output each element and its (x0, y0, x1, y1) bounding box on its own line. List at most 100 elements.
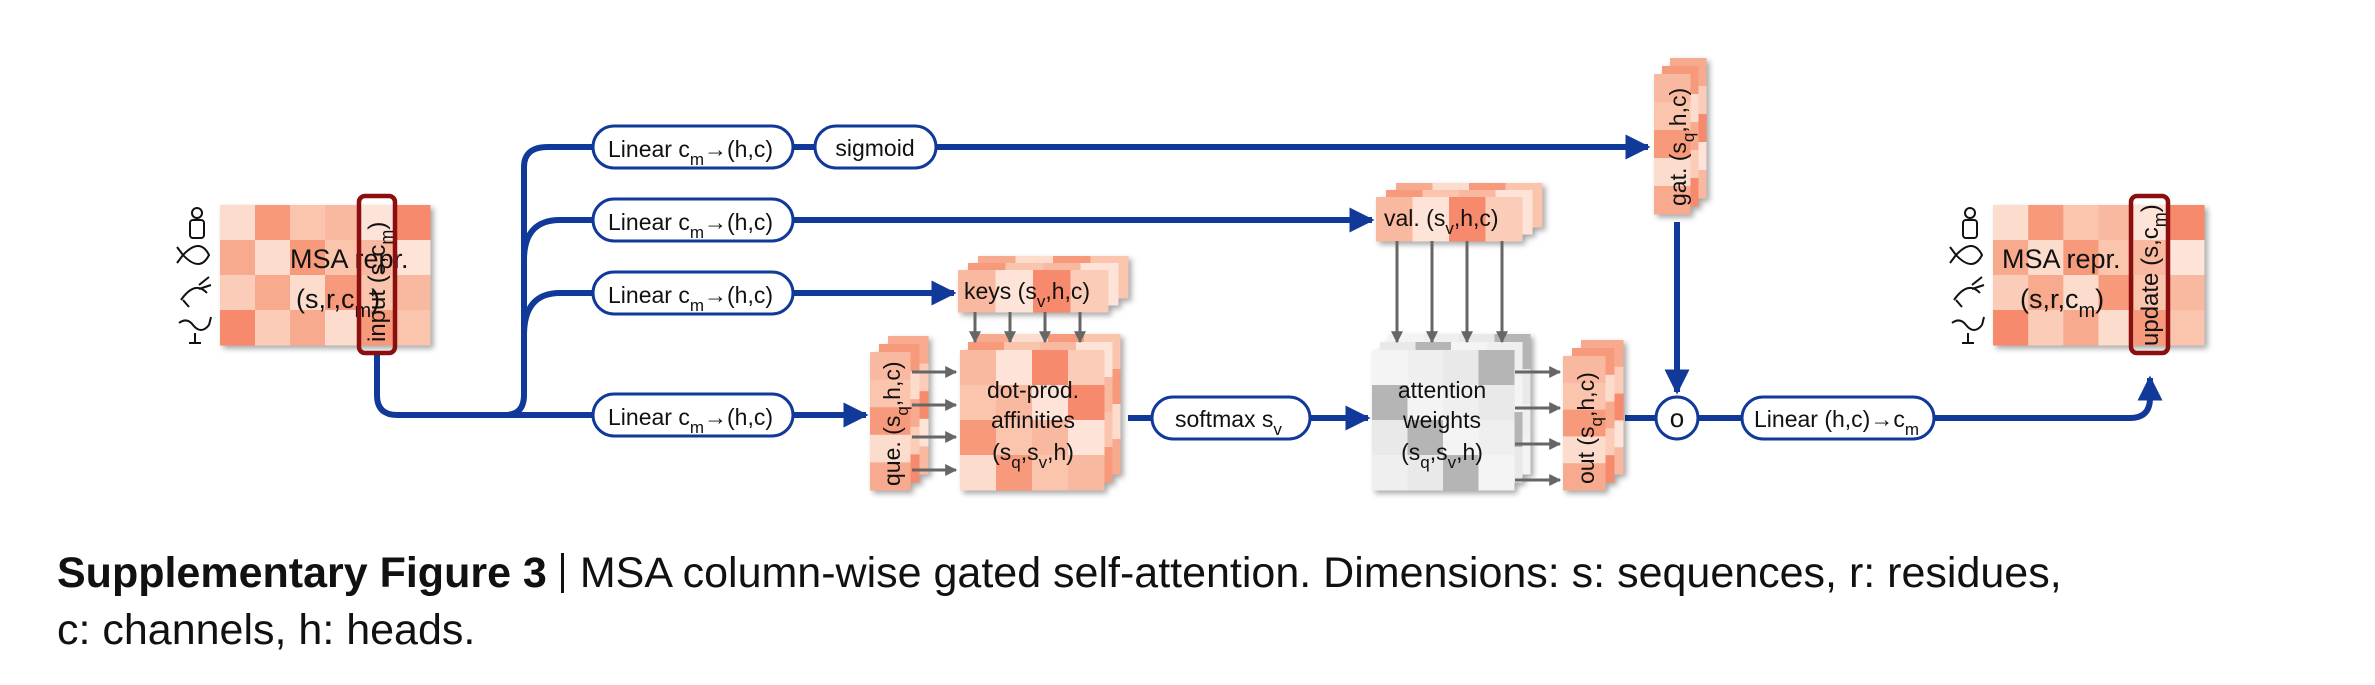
grid-cell (1032, 385, 1069, 421)
grid-cell (1449, 197, 1486, 242)
grid-cell (1068, 385, 1105, 421)
grid-cell (1993, 275, 2029, 311)
svg-text:Linear cm→(h,c): Linear cm→(h,c) (608, 282, 773, 315)
human-icon (189, 207, 205, 239)
caption-line-2: c: channels, h: heads. (57, 606, 476, 654)
grid-cell (360, 205, 396, 241)
grid-cell (1443, 385, 1479, 421)
grid-cell (870, 462, 911, 491)
queries-block: que. (sq,h,c) (870, 336, 929, 491)
arrow-to-update (1934, 375, 2163, 421)
grid-cell (1654, 102, 1691, 131)
grid-cell (290, 240, 326, 276)
svg-text:o: o (1670, 403, 1684, 433)
grid-cell (255, 240, 291, 276)
branch-vertical (504, 144, 593, 418)
grid-cell (2098, 205, 2135, 241)
gate-label: gat. (sq,h,c) (1665, 88, 1698, 206)
fish-icon (176, 245, 211, 265)
grid-cell (2028, 310, 2064, 346)
grid-cell (290, 205, 326, 241)
grid-cell (1407, 385, 1444, 421)
output-block: out (sq,h,c) (1563, 340, 1624, 491)
grid-cell (1412, 197, 1450, 242)
svg-text:Linear cm→(h,c): Linear cm→(h,c) (608, 404, 773, 437)
grid-cell (1372, 420, 1408, 456)
svg-text:softmax sv: softmax sv (1175, 406, 1282, 439)
species-icons (176, 207, 212, 344)
grid-cell (996, 385, 1033, 421)
caption-separator (560, 553, 564, 593)
attention-dims: (sq,sv,h) (1401, 439, 1483, 472)
output-msa-dims: (s,r,cm) (2020, 284, 2104, 322)
grid-cell (1033, 270, 1071, 313)
trunk-line (374, 352, 593, 418)
grid-cell (1443, 420, 1479, 456)
grid-cell (2133, 310, 2170, 346)
connectors (374, 134, 2163, 431)
grid-cell (2133, 240, 2170, 276)
grid-cell (960, 350, 997, 386)
gating-multiply-node: o (1654, 395, 1700, 441)
caption-label: Supplementary Figure 3 (57, 549, 547, 597)
rabbit-icon (1953, 276, 1985, 308)
grid-cell (2098, 310, 2135, 346)
grid-cell (2063, 240, 2099, 276)
grid-cell (870, 352, 911, 381)
grid-cell (325, 205, 361, 241)
attention-block: attention weights (sq,sv,h) (1372, 334, 1531, 491)
grid-cell (1654, 130, 1691, 159)
grid-cell (220, 240, 256, 276)
grid-cell (1993, 205, 2029, 241)
input-slice-highlight (356, 193, 398, 356)
keys-block: keys (sv,h,c) (958, 256, 1129, 313)
affinities-line2: affinities (991, 407, 1075, 433)
grid-cell (2168, 310, 2205, 346)
grid-cell (1654, 74, 1691, 103)
grid-cell (996, 350, 1033, 386)
grid-cell (2028, 275, 2064, 311)
grid-cell (958, 270, 996, 313)
grid-cell (2063, 205, 2099, 241)
grid-cell (1478, 350, 1515, 386)
grid-cell (996, 420, 1033, 456)
keys-label: keys (sv,h,c) (964, 278, 1090, 311)
output-msa-grid (1993, 205, 2205, 346)
grid-cell (325, 310, 361, 346)
grid-cell (220, 310, 256, 346)
grid-cell (1563, 463, 1606, 491)
grid-cell (255, 275, 291, 311)
grid-cell (395, 275, 431, 311)
linear-value-pill: Linear cm→(h,c) (591, 197, 795, 243)
grid-cell (2133, 275, 2170, 311)
grid-cell (2168, 275, 2205, 311)
attention-line2: weights (1402, 407, 1481, 433)
grid-cell (996, 455, 1033, 491)
grid-cell (1372, 350, 1408, 386)
svg-text:Linear cm→(h,c): Linear cm→(h,c) (608, 136, 773, 169)
grid-cell (960, 385, 997, 421)
grid-cell (1563, 409, 1606, 437)
linear-gate-pill: Linear cm→(h,c) (591, 124, 795, 170)
affinities-block: dot-prod. affinities (sq,sv,h) (960, 334, 1121, 491)
human-icon (1962, 207, 1978, 239)
grid-cell (1407, 455, 1444, 491)
update-slice-label: update (s,cm) (2137, 204, 2170, 346)
grid-cell (1032, 420, 1069, 456)
update-slice-highlight (2128, 193, 2171, 356)
grid-cell (255, 205, 291, 241)
final-linear-pill: Linear (h,c)→cm (1740, 395, 1936, 441)
values-block: val. (sv,h,c) (1376, 183, 1543, 242)
input-slice-label: input (s,cm) (364, 222, 397, 342)
values-label: val. (sv,h,c) (1384, 205, 1499, 238)
sigmoid-pill: sigmoid (813, 124, 938, 170)
svg-text:Linear cm→(h,c): Linear cm→(h,c) (608, 209, 773, 242)
grid-cell (1563, 356, 1606, 384)
grid-cell (395, 240, 431, 276)
grid-cell (1407, 420, 1444, 456)
grid-cell (1376, 197, 1413, 242)
grid-cell (1070, 270, 1109, 313)
grid-cell (1068, 455, 1105, 491)
fish-icon (1949, 245, 1984, 265)
